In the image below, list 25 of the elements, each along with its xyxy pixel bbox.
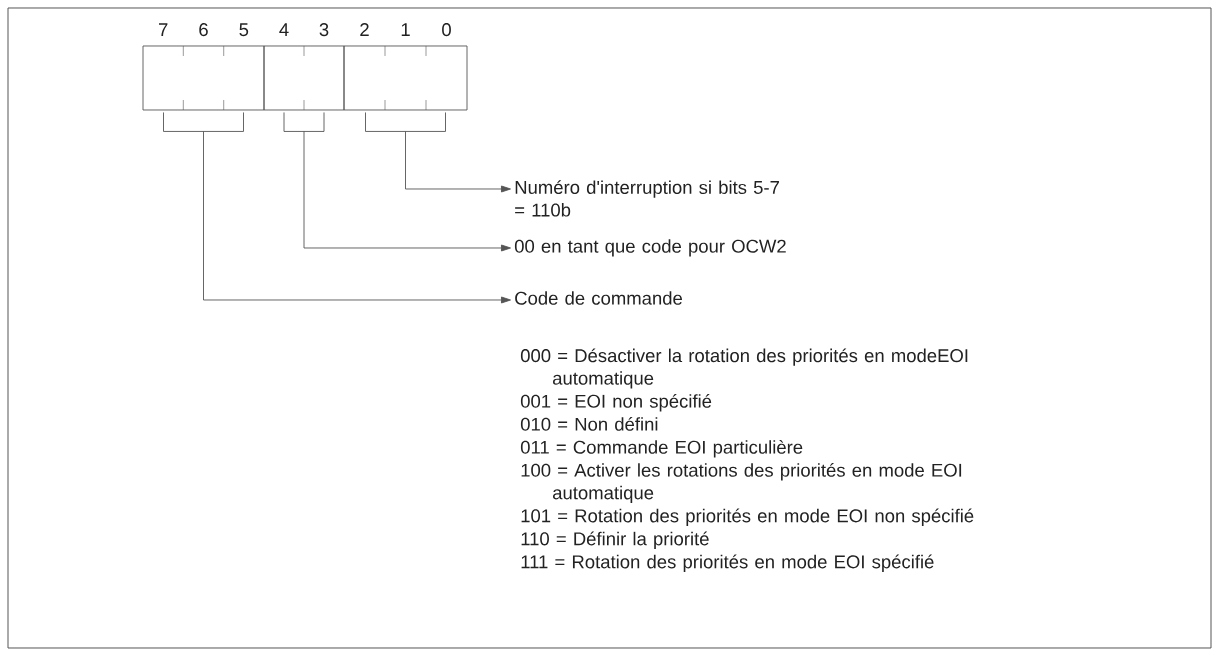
register-field bbox=[142, 23, 265, 111]
bit-number: 2 bbox=[360, 23, 369, 36]
code-entry: 000 = Désactiver la rotation des priorités en modeEOI automatique bbox=[520, 348, 968, 389]
bit-number: 1 bbox=[401, 23, 410, 36]
bracket-arrow bbox=[163, 112, 511, 304]
description-text: Code de commande bbox=[515, 291, 682, 305]
code-entry: 111 = Rotation des priorités en mode EOI spécifié bbox=[521, 554, 934, 573]
bit-number: 6 bbox=[199, 23, 208, 37]
code-entry: 001 = EOI non spécifié bbox=[520, 394, 712, 412]
register-field bbox=[263, 23, 345, 111]
bit-number: 3 bbox=[319, 23, 329, 37]
code-entry: 101 = Rotation des priorités en mode EOI non spécifié bbox=[521, 508, 974, 527]
register-field bbox=[343, 23, 468, 111]
code-entry: 011 = Commande EOI particulière bbox=[520, 440, 803, 458]
bit-number: 5 bbox=[239, 23, 249, 37]
bracket-arrow bbox=[365, 112, 511, 193]
code-entry: 100 = Activer les rotations des priorités en mode EOI automatique bbox=[521, 463, 962, 504]
bit-number: 7 bbox=[159, 23, 168, 36]
code-entry: 010 = Non défini bbox=[520, 417, 658, 431]
bit-number: 0 bbox=[442, 23, 451, 37]
description-text: Numéro d'interruption si bits 5-7 = 110b bbox=[515, 180, 779, 217]
code-entry: 110 = Définir la priorité bbox=[521, 531, 709, 550]
description-text: 00 en tant que code pour OCW2 bbox=[514, 239, 786, 257]
bracket-arrow bbox=[283, 112, 511, 252]
bit-number: 4 bbox=[279, 23, 289, 36]
